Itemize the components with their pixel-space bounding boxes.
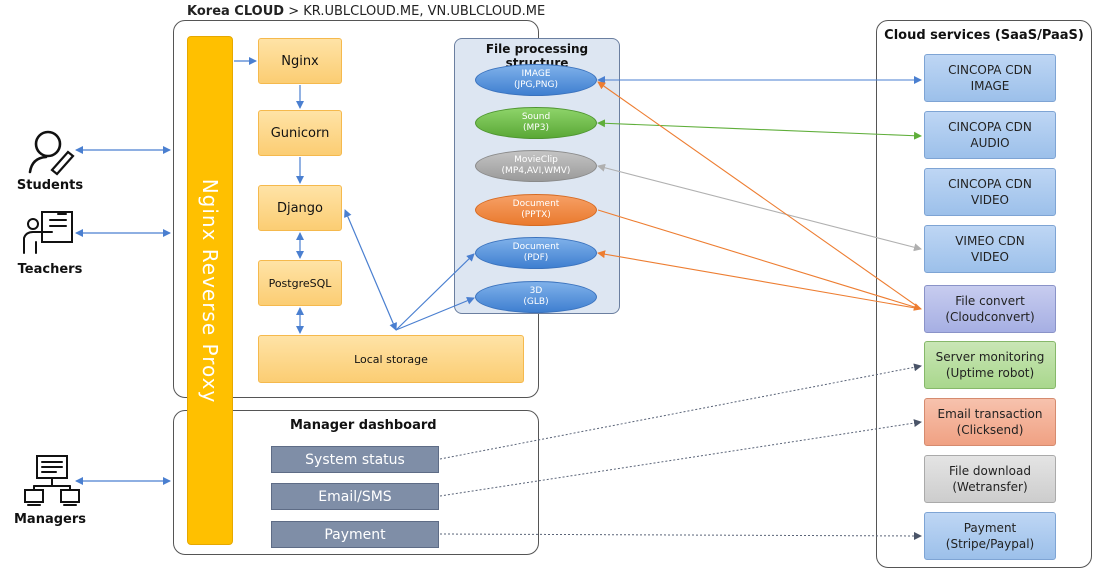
movieclip-vimeo-arrow [597, 163, 922, 252]
cloud-services-title: Cloud services (SaaS/PaaS) [884, 28, 1084, 43]
manager-icon [24, 455, 80, 506]
file-convert-service: File convert (Cloudconvert) [924, 285, 1056, 333]
postgresql-box: PostgreSQL [258, 260, 342, 306]
file-download-service: File download (Wetransfer) [924, 455, 1056, 503]
student-icon [28, 130, 75, 176]
django-box: Django [258, 185, 342, 231]
pptx-format-ext: (PPTX) [521, 210, 551, 220]
actor-connectors [75, 146, 171, 485]
pptx-convert-arrow [597, 209, 922, 311]
service-detail: IMAGE [970, 79, 1010, 93]
pptx-format-node: Document (PPTX) [475, 194, 597, 226]
sound-format-ext: (MP3) [523, 123, 549, 133]
status-monitoring-line [439, 363, 922, 460]
gunicorn-box: Gunicorn [258, 110, 342, 156]
movieclip-format-ext: (MP4,AVI,WMV) [501, 166, 571, 176]
service-name: VIMEO CDN [955, 234, 1025, 248]
email-sms-button[interactable]: Email/SMS [271, 483, 439, 510]
convert-pdf-arrow [597, 250, 922, 310]
korea-cloud-name: Korea CLOUD [187, 4, 285, 19]
service-name: File convert [955, 294, 1025, 308]
system-status-button[interactable]: System status [271, 446, 439, 473]
sound-format-node: Sound (MP3) [475, 107, 597, 139]
teacher-icon [23, 211, 73, 254]
service-name: Email transaction [937, 407, 1043, 421]
pdf-format-name: Document [512, 242, 560, 252]
server-monitoring-service: Server monitoring (Uptime robot) [924, 341, 1056, 389]
service-detail: (Wetransfer) [952, 480, 1028, 494]
students-label: Students [16, 178, 84, 193]
payment-service: Payment (Stripe/Paypal) [924, 512, 1056, 560]
pptx-format-name: Document [512, 199, 560, 209]
local-storage-box: Local storage [258, 335, 524, 383]
vimeo-video-service: VIMEO CDN VIDEO [924, 225, 1056, 273]
service-name: Server monitoring [935, 350, 1045, 364]
service-name: CINCOPA CDN [948, 177, 1032, 191]
service-detail: (Uptime robot) [945, 366, 1035, 380]
cincopa-image-service: CINCOPA CDN IMAGE [924, 54, 1056, 102]
glb-format-name: 3D [529, 286, 543, 296]
service-name: CINCOPA CDN [948, 63, 1032, 77]
korea-cloud-domains: KR.UBLCLOUD.ME, VN.UBLCLOUD.ME [303, 4, 546, 19]
email-transaction-service: Email transaction (Clicksend) [924, 398, 1056, 446]
image-format-node: IMAGE (JPG,PNG) [475, 64, 597, 96]
service-detail: (Stripe/Paypal) [945, 537, 1035, 551]
pdf-format-node: Document (PDF) [475, 237, 597, 269]
stack-connectors [234, 57, 475, 334]
service-detail: (Cloudconvert) [945, 310, 1035, 324]
movieclip-format-node: MovieClip (MP4,AVI,WMV) [475, 150, 597, 182]
service-name: CINCOPA CDN [948, 120, 1032, 134]
convert-image-arrow [597, 81, 922, 310]
service-name: File download [949, 464, 1031, 478]
storage-glb-arrow [395, 296, 475, 331]
service-detail: (Clicksend) [956, 423, 1024, 437]
image-format-ext: (JPG,PNG) [513, 80, 559, 90]
korea-cloud-title: Korea CLOUD > KR.UBLCLOUD.ME, VN.UBLCLOU… [183, 4, 550, 19]
dashboard-connectors [439, 363, 922, 540]
glb-format-ext: (GLB) [523, 297, 549, 307]
cincopa-video-service: CINCOPA CDN VIDEO [924, 168, 1056, 216]
service-name: Payment [963, 521, 1017, 535]
django-storage-arrow [344, 209, 397, 331]
manager-dashboard-title: Manager dashboard [290, 418, 437, 433]
sound-cincopa-arrow [597, 119, 922, 140]
cincopa-audio-service: CINCOPA CDN AUDIO [924, 111, 1056, 159]
storage-pdf-arrow [395, 253, 475, 331]
image-format-name: IMAGE [521, 69, 551, 79]
email-clicksend-line [439, 419, 922, 497]
nginx-reverse-proxy: Nginx Reverse Proxy [187, 36, 233, 545]
service-detail: VIDEO [970, 193, 1009, 207]
teachers-label: Teachers [17, 262, 83, 277]
pdf-format-ext: (PDF) [523, 253, 549, 263]
payment-stripe-line [439, 531, 922, 540]
movieclip-format-name: MovieClip [514, 155, 558, 165]
glb-format-node: 3D (GLB) [475, 281, 597, 313]
service-detail: VIDEO [970, 250, 1009, 264]
payment-button[interactable]: Payment [271, 521, 439, 548]
managers-label: Managers [13, 512, 86, 527]
nginx-box: Nginx [258, 38, 342, 84]
sound-format-name: Sound [521, 112, 551, 122]
proxy-label: Nginx Reverse Proxy [198, 178, 222, 403]
service-detail: AUDIO [970, 136, 1010, 150]
korea-cloud-separator: > [284, 4, 304, 19]
